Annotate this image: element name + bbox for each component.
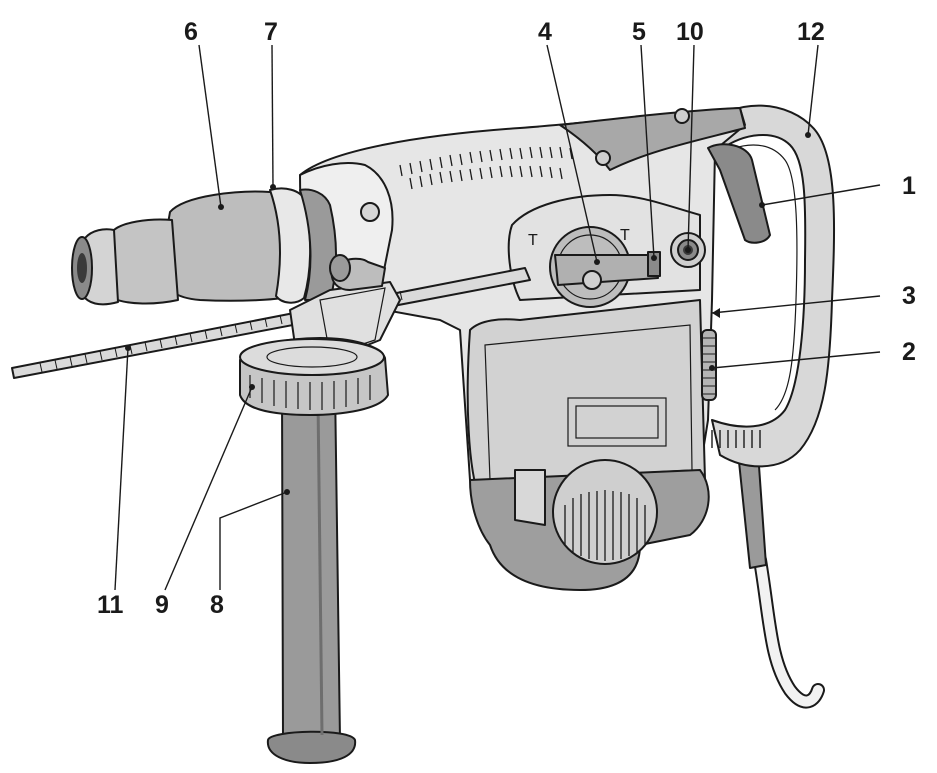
callout-7: 7 <box>264 18 278 46</box>
callout-10: 10 <box>676 18 704 46</box>
top-vents <box>399 146 573 190</box>
callout-11: 11 <box>97 591 124 619</box>
speed-control-dial <box>701 329 717 401</box>
gear-housing <box>466 299 710 591</box>
on-off-switch <box>707 143 771 244</box>
rear-vents <box>711 430 761 448</box>
power-cable <box>737 451 825 709</box>
callout-labels: 1 2 3 4 5 6 7 8 9 10 11 12 <box>97 18 916 619</box>
mode-mark-hammer: T <box>620 227 630 244</box>
callout-1: 1 <box>902 172 916 200</box>
rear-handle <box>699 104 836 468</box>
callout-3: 3 <box>902 282 916 310</box>
callout-5: 5 <box>632 18 646 46</box>
mode-mark-drill: T <box>528 232 538 249</box>
label-plate <box>567 397 667 447</box>
round-vent-grille <box>564 490 646 561</box>
callout-6: 6 <box>184 18 198 46</box>
callout-8: 8 <box>210 591 224 619</box>
callout-4: 4 <box>538 18 552 46</box>
callout-9: 9 <box>155 591 169 619</box>
callout-2: 2 <box>902 338 916 366</box>
callout-12: 12 <box>797 18 825 46</box>
handle-ring <box>239 337 389 416</box>
function-selector-switch <box>549 226 659 308</box>
tool-chuck <box>71 187 337 306</box>
leader-lines <box>114 44 881 591</box>
auxiliary-handle <box>266 379 357 764</box>
